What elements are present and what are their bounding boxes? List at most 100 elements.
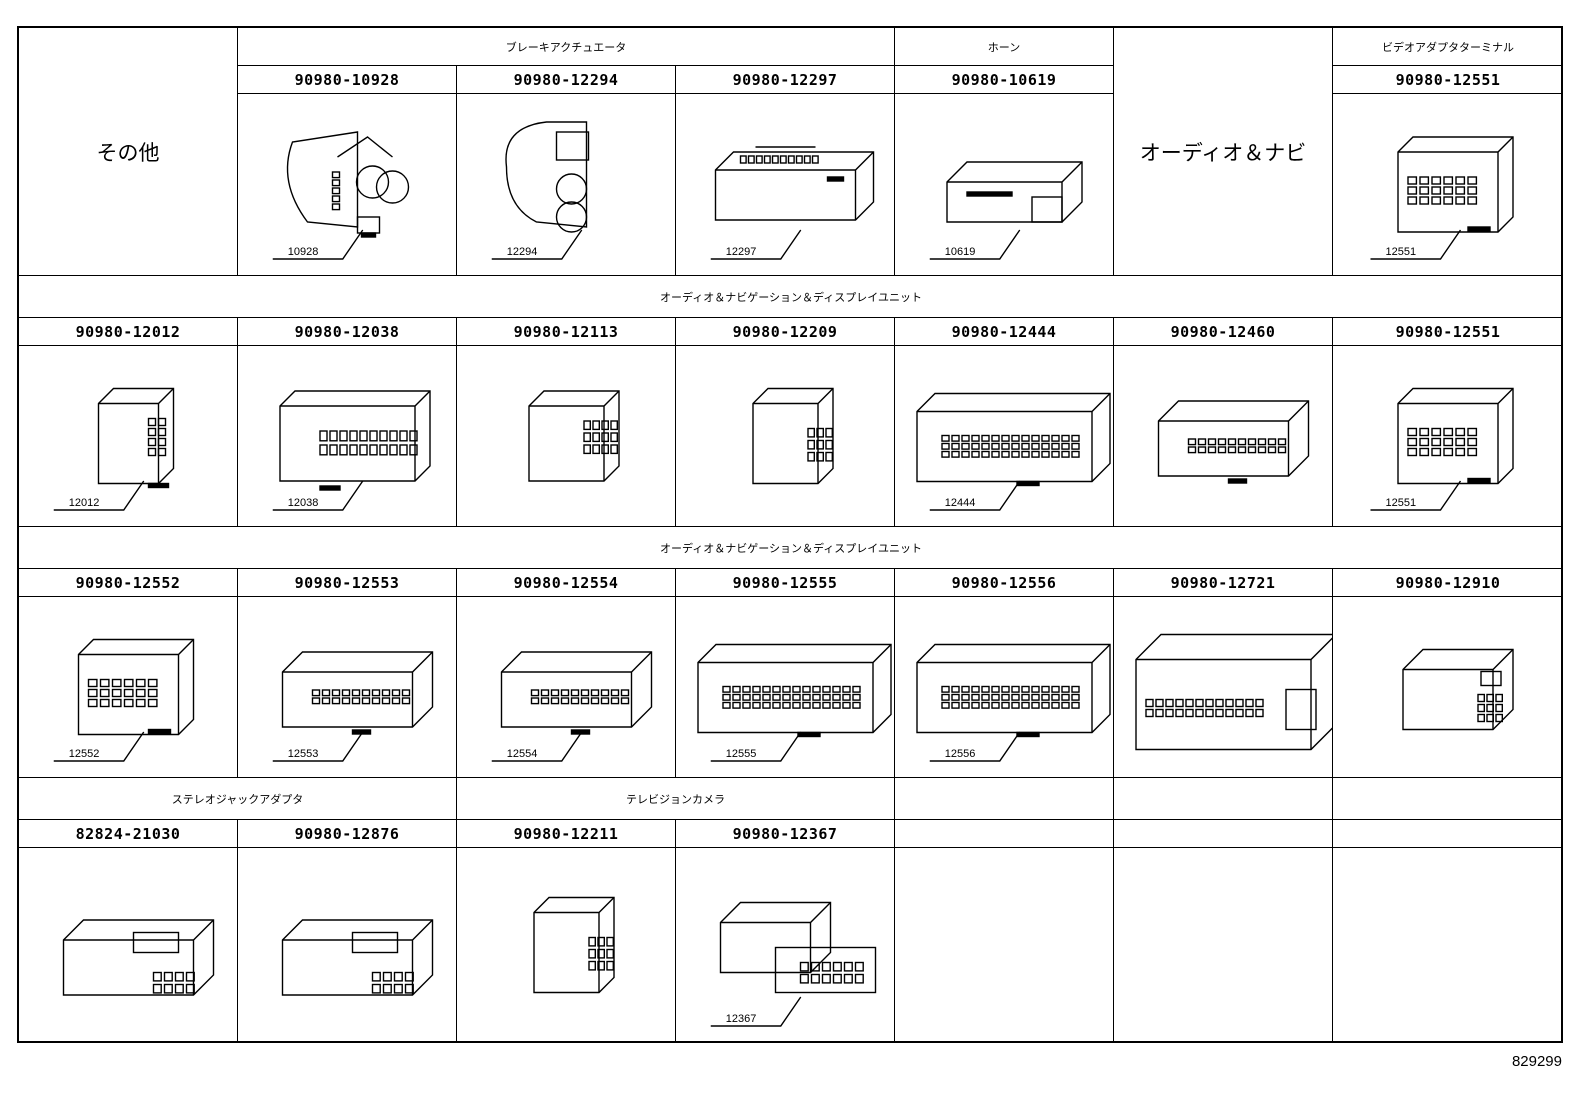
- callout-label: 12294: [506, 246, 537, 258]
- connector-drawing: 10928: [272, 130, 409, 260]
- connector-drawing: 12038: [272, 389, 431, 511]
- connector-drawing: 12297: [710, 145, 874, 260]
- part-number: 90980-12551: [1333, 66, 1563, 94]
- part-number: 90980-12367: [676, 820, 895, 848]
- connector-drawing: 12012: [53, 387, 174, 511]
- connector-drawing: 12551: [1370, 135, 1514, 260]
- callout-label: 12038: [287, 497, 318, 509]
- part-number: 90980-12294: [457, 66, 676, 94]
- part-number: 90980-12554: [457, 569, 676, 597]
- connector-illustration: 12551: [1333, 94, 1563, 276]
- connector-illustration: 12551: [1333, 346, 1563, 527]
- part-number: 90980-10619: [895, 66, 1114, 94]
- connector-drawing: [527, 389, 620, 482]
- connector-illustration: [1114, 597, 1333, 778]
- connector-drawing: 12552: [53, 638, 194, 762]
- connector-illustration: 12554: [457, 597, 676, 778]
- category-other: その他: [19, 28, 238, 276]
- empty-cell: [895, 820, 1114, 848]
- empty-cell: [895, 778, 1114, 820]
- callout-label: 12551: [1386, 246, 1417, 258]
- connector-drawing: 12556: [915, 643, 1111, 762]
- category-video-adapter: ビデオアダプタターミナル: [1333, 28, 1563, 66]
- connector-drawing: 12554: [491, 650, 652, 762]
- part-number: 90980-12297: [676, 66, 895, 94]
- connector-drawing: [751, 387, 834, 484]
- empty-cell: [895, 848, 1114, 1043]
- connector-drawing: 12294: [491, 120, 589, 260]
- diagram-code: 829299: [1511, 1053, 1562, 1070]
- part-number: 90980-10928: [238, 66, 457, 94]
- empty-cell: [1333, 848, 1563, 1043]
- empty-cell: [1333, 820, 1563, 848]
- connector-drawing: 12551: [1370, 387, 1514, 511]
- connector-illustration: [457, 346, 676, 527]
- part-number: 90980-12551: [1333, 318, 1563, 346]
- connector-illustration: [1333, 597, 1563, 778]
- part-number: 90980-12556: [895, 569, 1114, 597]
- category-horn: ホーン: [895, 28, 1114, 66]
- category-stereo-jack: ステレオジャックアダプタ: [19, 778, 457, 820]
- empty-cell: [1114, 820, 1333, 848]
- part-number: 90980-12209: [676, 318, 895, 346]
- part-number: 90980-12552: [19, 569, 238, 597]
- callout-label: 12012: [68, 497, 99, 509]
- connector-drawing: [1157, 399, 1309, 484]
- connector-illustration: 12444: [895, 346, 1114, 527]
- callout-label: 12444: [944, 497, 975, 509]
- connector-illustration: 12555: [676, 597, 895, 778]
- connector-drawing: [1134, 633, 1332, 750]
- connector-drawing: [62, 919, 214, 996]
- part-number: 90980-12012: [19, 318, 238, 346]
- connector-drawing: 12444: [915, 392, 1111, 511]
- part-number: 82824-21030: [19, 820, 238, 848]
- part-number: 90980-12211: [457, 820, 676, 848]
- empty-cell: [1333, 778, 1563, 820]
- connector-illustration: [19, 848, 238, 1043]
- connector-illustration: 12553: [238, 597, 457, 778]
- category-brake-actuator: ブレーキアクチュエータ: [238, 28, 895, 66]
- connector-drawing: 12367: [710, 901, 876, 1027]
- callout-label: 12556: [944, 748, 975, 760]
- connector-illustration: [238, 848, 457, 1043]
- connector-drawing: 12553: [272, 650, 433, 762]
- part-number: 90980-12555: [676, 569, 895, 597]
- callout-label: 10928: [287, 246, 318, 258]
- connector-illustration: 12556: [895, 597, 1114, 778]
- part-number: 90980-12038: [238, 318, 457, 346]
- callout-label: 12554: [506, 748, 537, 760]
- callout-label: 10619: [944, 246, 975, 258]
- connector-drawing: 12555: [696, 643, 892, 762]
- connector-drawing: 10619: [929, 160, 1083, 260]
- connector-illustration: 10928: [238, 94, 457, 276]
- category-audio-navi-display-2: オーディオ＆ナビゲーション＆ディスプレイユニット: [19, 527, 1563, 569]
- part-number: 90980-12910: [1333, 569, 1563, 597]
- connector-illustration: 12297: [676, 94, 895, 276]
- connector-illustration: [1114, 346, 1333, 527]
- category-audio-navi: オーディオ＆ナビ: [1114, 28, 1333, 276]
- category-tv-camera: テレビジョンカメラ: [457, 778, 895, 820]
- empty-cell: [1114, 848, 1333, 1043]
- callout-label: 12553: [287, 748, 318, 760]
- connector-drawing: [281, 919, 433, 996]
- connector-drawing: [1402, 648, 1514, 730]
- part-number: 90980-12876: [238, 820, 457, 848]
- part-number: 90980-12444: [895, 318, 1114, 346]
- part-number: 90980-12721: [1114, 569, 1333, 597]
- connector-illustration: 12552: [19, 597, 238, 778]
- connector-illustration: 12294: [457, 94, 676, 276]
- category-audio-navi-display: オーディオ＆ナビゲーション＆ディスプレイユニット: [19, 276, 1563, 318]
- connector-illustration: 10619: [895, 94, 1114, 276]
- part-number: 90980-12113: [457, 318, 676, 346]
- part-number: 90980-12460: [1114, 318, 1333, 346]
- connector-illustration: [676, 346, 895, 527]
- connector-illustration: 12012: [19, 346, 238, 527]
- part-number: 90980-12553: [238, 569, 457, 597]
- callout-label: 12555: [725, 748, 756, 760]
- empty-cell: [1114, 778, 1333, 820]
- connector-illustration: 12367: [676, 848, 895, 1043]
- connector-drawing: [532, 896, 615, 994]
- connector-illustration: 12038: [238, 346, 457, 527]
- connector-illustration: [457, 848, 676, 1043]
